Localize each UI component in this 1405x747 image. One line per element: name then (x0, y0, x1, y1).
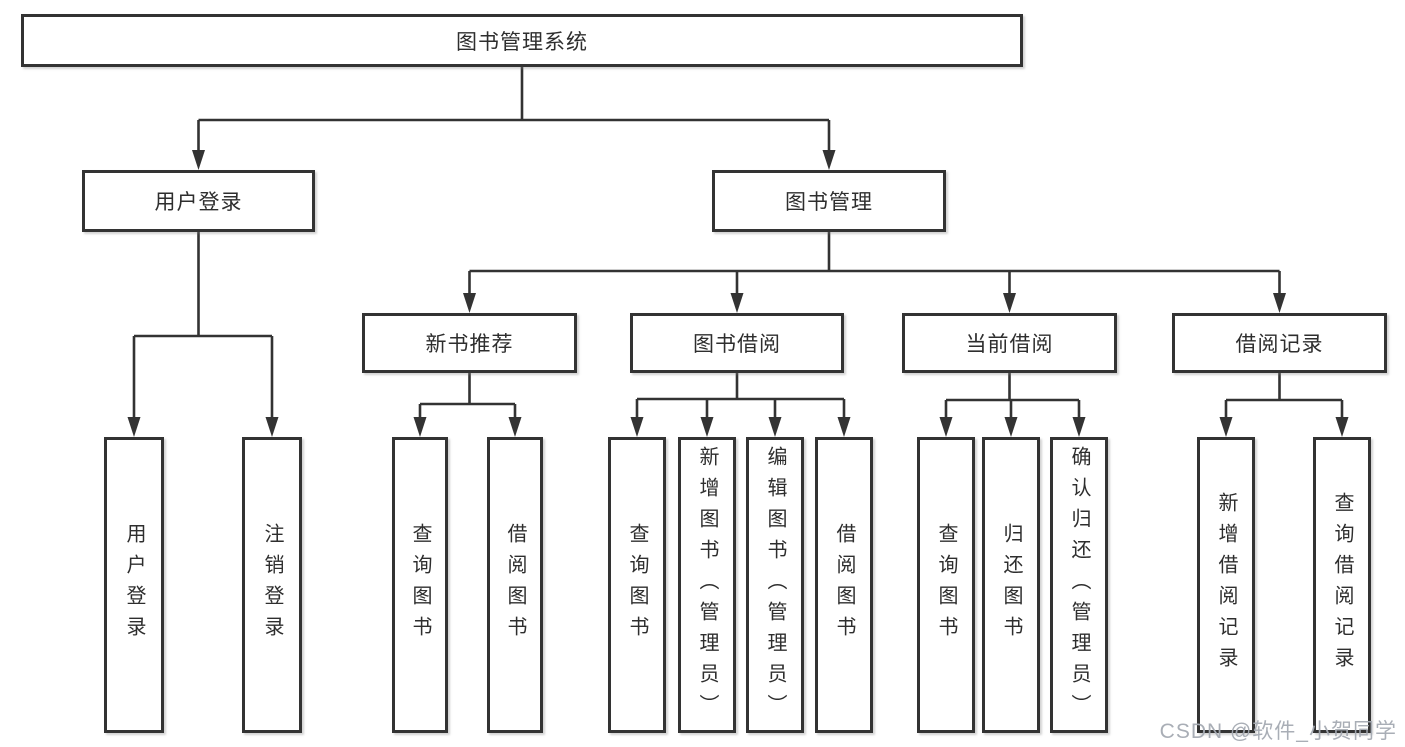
node-label: 用户登录 (154, 191, 243, 214)
connector (418, 373, 517, 423)
node-label: 查询图书 (935, 523, 957, 647)
arrowhead-icon (265, 417, 279, 437)
leaf-record-add-borrow-record: 新增借阅记录 (1197, 437, 1255, 733)
arrowhead-icon (730, 293, 744, 313)
node-label: 用户登录 (123, 523, 145, 647)
arrowhead-icon (768, 417, 782, 437)
leaf-current-query-books: 查询图书 (917, 437, 975, 733)
node-label: 图书管理 (785, 191, 873, 214)
node-book-management: 图书管理 (712, 170, 946, 232)
arrowhead-icon (700, 417, 714, 437)
arrowhead-icon (837, 417, 851, 437)
arrowhead-icon (1003, 293, 1016, 313)
connector (197, 67, 831, 156)
arrowhead-icon (1335, 417, 1349, 437)
node-label: 图书借阅 (693, 333, 781, 356)
leaf-borrow-query-books: 查询图书 (608, 437, 666, 733)
leaf-user-login: 用户登录 (104, 437, 164, 733)
node-label: 新增图书（管理员） (696, 445, 718, 725)
node-label: 归还图书 (1000, 523, 1022, 647)
arrowhead-icon (1273, 293, 1286, 313)
leaf-borrow-edit-books-admin: 编辑图书（管理员） (746, 437, 804, 733)
leaf-logout: 注销登录 (242, 437, 302, 733)
node-label: 查询图书 (626, 523, 648, 647)
arrowhead-icon (463, 293, 476, 313)
node-new-book-recommend: 新书推荐 (362, 313, 577, 373)
leaf-borrow-add-books-admin: 新增图书（管理员） (678, 437, 736, 733)
node-label: 注销登录 (261, 523, 283, 647)
arrowhead-icon (192, 150, 205, 170)
node-user-login: 用户登录 (82, 170, 315, 232)
arrowhead-icon (822, 150, 836, 170)
node-label: 借阅图书 (833, 523, 855, 647)
arrowhead-icon (939, 417, 953, 437)
node-borrow-record: 借阅记录 (1172, 313, 1387, 373)
node-label: 确认归还（管理员） (1068, 445, 1090, 725)
leaf-newbook-query-books: 查询图书 (392, 437, 448, 733)
node-label: 新增借阅记录 (1215, 492, 1237, 678)
leaf-current-confirm-return-admin: 确认归还（管理员） (1050, 437, 1108, 733)
node-label: 借阅图书 (504, 523, 526, 647)
node-label: 查询图书 (409, 523, 431, 647)
connector (468, 232, 1281, 299)
connector (1224, 373, 1344, 423)
node-library-management-system: 图书管理系统 (21, 14, 1023, 67)
leaf-newbook-borrow-books: 借阅图书 (487, 437, 543, 733)
arrowhead-icon (508, 417, 522, 437)
arrowhead-icon (1072, 417, 1086, 437)
node-label: 新书推荐 (425, 333, 514, 356)
connector (635, 373, 846, 423)
node-label: 查询借阅记录 (1331, 492, 1353, 678)
node-label: 借阅记录 (1235, 333, 1324, 356)
node-label: 当前借阅 (965, 333, 1054, 356)
node-current-borrow: 当前借阅 (902, 313, 1117, 373)
arrowhead-icon (127, 417, 141, 437)
node-book-borrow: 图书借阅 (630, 313, 844, 373)
leaf-current-return-books: 归还图书 (982, 437, 1040, 733)
node-label: 编辑图书（管理员） (764, 445, 786, 725)
connector (944, 373, 1081, 423)
arrowhead-icon (413, 417, 427, 437)
csdn-watermark: CSDN @软件_小贺同学 (1159, 720, 1397, 743)
leaf-record-query-borrow-record: 查询借阅记录 (1313, 437, 1371, 733)
arrowhead-icon (630, 417, 644, 437)
arrowhead-icon (1219, 417, 1233, 437)
connector (132, 232, 274, 423)
arrowhead-icon (1004, 417, 1018, 437)
leaf-borrow-borrow-books: 借阅图书 (815, 437, 873, 733)
node-label: 图书管理系统 (456, 30, 588, 54)
